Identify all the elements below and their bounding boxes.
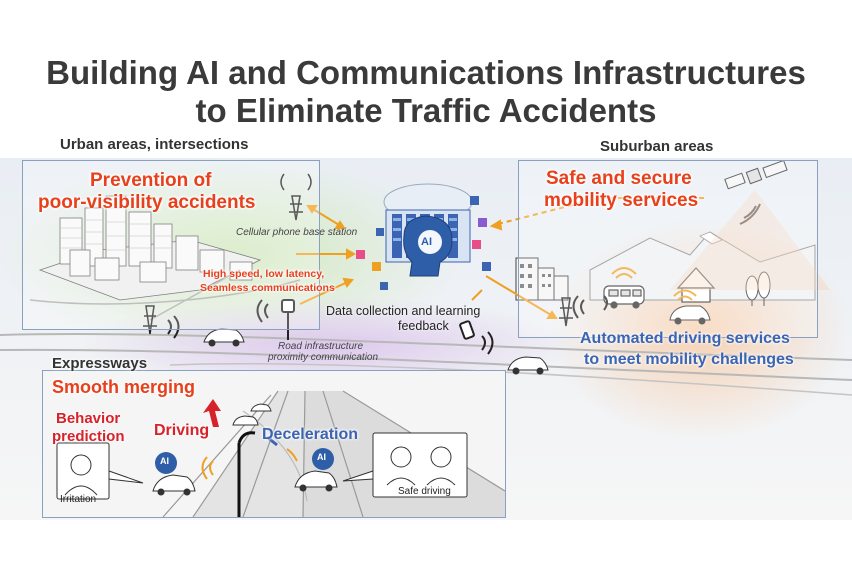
- title-line-1: Building AI and Communications Infrastru…: [46, 54, 806, 91]
- suburban-header: Suburban areas: [600, 138, 714, 155]
- data-collection-label-2: feedback: [398, 319, 449, 333]
- comm-label-1: High speed, low latency,: [203, 268, 325, 280]
- safe-driving-label: Safe driving: [398, 486, 451, 497]
- street-lamp-icon: [237, 431, 256, 517]
- cell-tower-icon: [143, 305, 157, 335]
- base-station-label: Cellular phone base station: [236, 227, 358, 238]
- data-cube-icons: [356, 196, 491, 290]
- car-icon: [203, 328, 245, 347]
- expressway-illustration: [43, 371, 505, 517]
- ai-badge-deceleration: AI: [317, 452, 326, 462]
- satellite-signal-icon: [739, 203, 761, 225]
- expressway-header: Expressways: [52, 355, 148, 372]
- cell-tower-icon: [280, 173, 312, 221]
- urban-panel: [22, 160, 320, 330]
- comm-label-2: Seamless communications: [200, 282, 335, 294]
- urban-headline-1: Prevention of: [90, 170, 212, 191]
- driving-label: Driving: [154, 422, 210, 439]
- cell-tower-icon: [559, 297, 573, 327]
- behavior-label-1: Behavior: [56, 410, 121, 427]
- city-buildings: [38, 195, 262, 301]
- car-icon: [507, 356, 549, 375]
- deceleration-label: Deceleration: [262, 426, 359, 443]
- expressway-panel: [42, 370, 506, 518]
- suburban-headline-2: mobility services: [544, 190, 699, 211]
- ai-badge-driving: AI: [160, 456, 169, 466]
- tree-icons: [745, 271, 771, 306]
- signal-wave-icon: [167, 295, 608, 339]
- road-infra-label-1: Road infrastructure: [278, 341, 364, 352]
- behavior-label-2: prediction: [52, 428, 125, 445]
- car-icon: [669, 305, 711, 325]
- suburban-service-2: to meet mobility challenges: [584, 351, 794, 368]
- data-collection-label-1: Data collection and learning: [326, 304, 481, 318]
- suburban-headline-1: Safe and secure: [546, 168, 692, 189]
- ai-badge-center: AI: [421, 236, 432, 248]
- suburban-service-1: Automated driving services: [580, 330, 790, 347]
- satellite-icon: [724, 159, 788, 190]
- urban-header: Urban areas, intersections: [60, 136, 249, 153]
- bus-icon: [603, 285, 645, 309]
- urban-headline-2: poor-visibility accidents: [38, 192, 256, 213]
- ai-head-icon: [403, 215, 453, 277]
- expressway-headline: Smooth merging: [52, 377, 195, 397]
- road-infra-label-2: proximity communication: [268, 352, 379, 363]
- roadside-antenna-icon: [459, 320, 494, 355]
- ai-head-icon: [155, 448, 334, 474]
- road-zone: [80, 297, 580, 393]
- title-line-2: to Eliminate Traffic Accidents: [195, 92, 657, 129]
- communication-arrows: [296, 197, 706, 319]
- road-infrastructure-pole-icon: [281, 299, 295, 340]
- irritation-label: Irritation: [60, 494, 97, 505]
- suburban-buildings: [515, 257, 569, 301]
- suburban-panel: [518, 160, 818, 338]
- signal-wave-icon: [611, 267, 697, 301]
